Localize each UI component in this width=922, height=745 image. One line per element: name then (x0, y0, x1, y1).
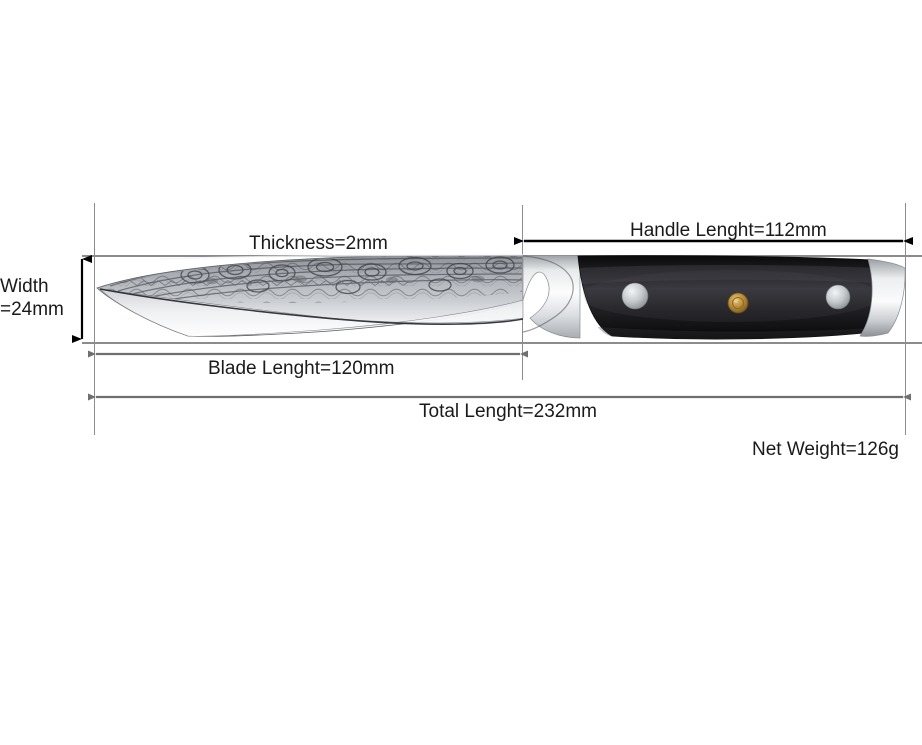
guide-line-bottom (82, 342, 922, 344)
net-weight-label: Net Weight=126g (752, 439, 899, 460)
knife-illustration (96, 254, 906, 340)
total-length-label: Total Lenght=232mm (419, 401, 597, 422)
steel-end-cap (859, 258, 906, 337)
handle-length-label: Handle Lenght=112mm (630, 220, 827, 241)
guide-line-right (905, 203, 906, 435)
guide-line-left (94, 203, 95, 435)
width-label-line2: =24mm (0, 299, 64, 320)
rivet-front (621, 282, 649, 310)
width-label: Width =24mm (0, 275, 78, 321)
rivet-rear (825, 284, 851, 310)
guide-line-top (82, 255, 922, 257)
rivet-mosaic (727, 292, 749, 314)
black-handle (577, 255, 906, 340)
steel-bolster (522, 255, 581, 339)
damascus-blade (96, 254, 524, 337)
guide-line-middle (522, 205, 523, 380)
thickness-label: Thickness=2mm (249, 233, 388, 254)
blade-length-label: Blade Lenght=120mm (208, 358, 395, 379)
width-label-line1: Width (0, 276, 49, 297)
